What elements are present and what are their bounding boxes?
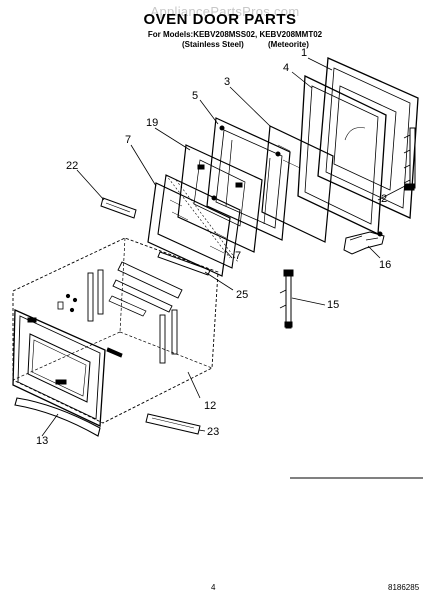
part-2-hinge (403, 127, 416, 191)
part-25-vent-strip (157, 251, 211, 276)
callout-16: 16 (379, 259, 392, 271)
callout-7-lower: 7 (235, 250, 242, 262)
watermark: AppliancePartsPros.com (150, 4, 300, 19)
callout-12: 12 (204, 400, 217, 412)
part-15-latch (279, 269, 294, 329)
callout-13: 13 (36, 435, 49, 447)
callout-23: 23 (207, 426, 220, 438)
leader-lines (41, 57, 406, 437)
part-22-bracket (100, 197, 137, 219)
callout-25: 25 (236, 289, 249, 301)
part-19-insulation (177, 144, 263, 253)
part-12-outer-door (12, 237, 219, 427)
document-number: 8186285 (388, 583, 420, 592)
variant-stainless: (Stainless Steel) (182, 40, 244, 49)
callout-22: 22 (66, 160, 79, 172)
part-3-inner-glass (261, 125, 334, 243)
callout-19: 19 (146, 117, 159, 129)
part-4-door-liner (297, 74, 387, 235)
callout-2: 2 (381, 193, 388, 205)
diagram-title: OVEN DOOR PARTS (143, 11, 297, 28)
callout-15: 15 (327, 299, 340, 311)
callout-1: 1 (301, 47, 308, 59)
part-1-door-frame (317, 57, 419, 219)
callout-7-upper: 7 (125, 134, 132, 146)
callout-3: 3 (224, 76, 231, 88)
part-23-bottom-trim (145, 413, 201, 435)
part-5-glass-retainer (206, 117, 291, 241)
variant-meteorite: (Meteorite) (268, 40, 309, 49)
models-line: For Models:KEBV208MSS02, KEBV208MMT02 (147, 30, 323, 39)
callout-4: 4 (283, 62, 290, 74)
callout-5: 5 (192, 90, 199, 102)
part-16-hinge-receiver (343, 231, 385, 255)
part-7-glass-panels (147, 174, 241, 277)
page-number: 4 (211, 583, 216, 592)
part-13-handle (14, 397, 101, 437)
